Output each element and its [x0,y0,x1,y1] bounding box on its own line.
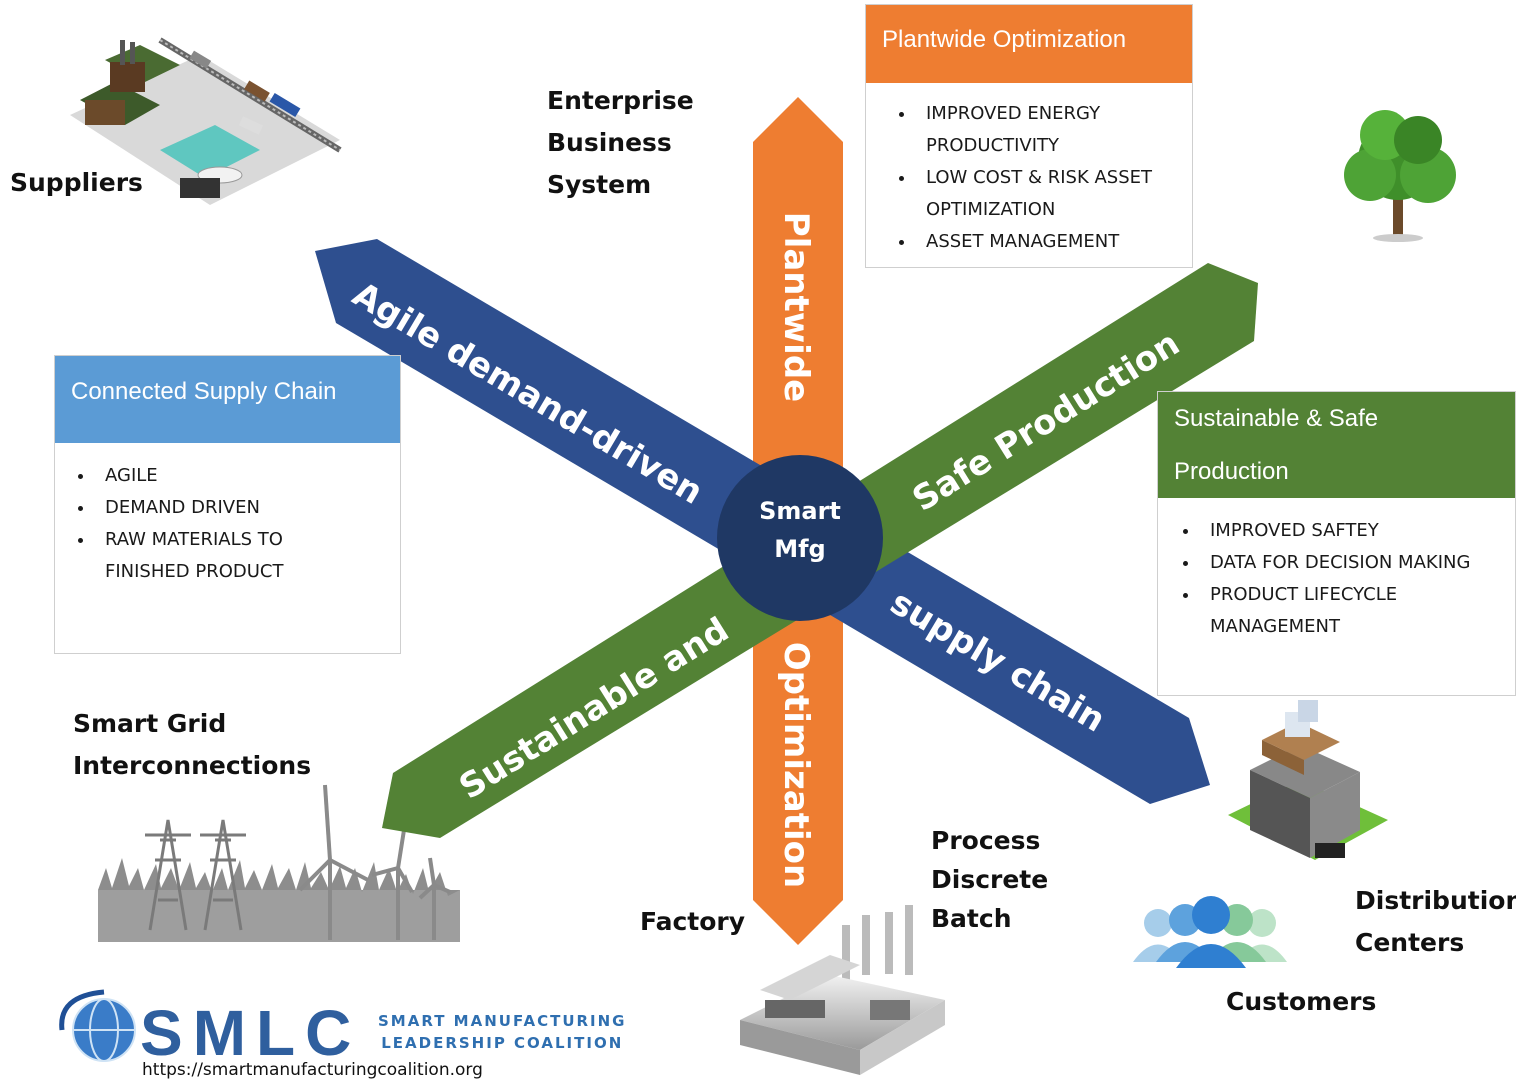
factory-icon [740,905,945,1075]
label-line: Batch [931,904,1012,933]
supply-chain-icon [70,37,342,205]
label-line: System [547,170,652,199]
logo-line: LEADERSHIP COALITION [381,1034,624,1052]
label-line: Process [931,826,1041,855]
label-line: Discrete [931,865,1049,894]
logo-url: https://smartmanufacturingcoalition.org [142,1060,483,1080]
box-title-line: Production [1174,458,1289,485]
label-distribution-centers: Distribution Centers [1355,880,1516,964]
box-title: Plantwide Optimization [866,5,1192,83]
label-factory: Factory [640,907,746,936]
tree-icon [1344,110,1456,242]
logo-name: SMART MANUFACTURING LEADERSHIP COALITION [378,1010,627,1054]
label-smart-grid: Smart Grid Interconnections [73,703,311,787]
list-item: DEMAND DRIVEN [95,492,335,524]
logo-acronym: SMLC [140,997,362,1069]
list-item: DATA FOR DECISION MAKING [1200,547,1515,579]
label-enterprise-business-system: Enterprise Business System [547,80,694,206]
label-line: Distribution [1355,886,1516,915]
arrow-label-plantwide: Plantwide [776,212,816,402]
box-title: Sustainable & Safe Production [1158,392,1515,498]
list-item: ASSET MANAGEMENT [916,226,1192,258]
box-title-line: Sustainable & Safe [1174,405,1379,432]
sustainable-safe-production-box: Sustainable & Safe Production IMPROVED S… [1157,391,1516,696]
logo-line: SMART MANUFACTURING [378,1012,627,1030]
globe-icon [59,989,136,1062]
label-suppliers: Suppliers [10,168,143,197]
list-item: RAW MATERIALS TO FINISHED PRODUCT [95,524,335,588]
label-line: Smart Grid [73,709,227,738]
arrow-label-safe-production: Safe Production [906,324,1187,520]
box-list: AGILE DEMAND DRIVEN RAW MATERIALS TO FIN… [55,460,335,588]
box-list: IMPROVED ENERGY PRODUCTIVITY LOW COST & … [866,98,1192,258]
list-item: PRODUCT LIFECYCLE MANAGEMENT [1200,579,1410,643]
center-circle [717,455,883,621]
center-label-line2: Mfg [774,535,826,563]
list-item: IMPROVED SAFTEY [1200,515,1515,547]
label-customers: Customers [1226,987,1377,1016]
label-line: Business [547,128,672,157]
wind-turbines-icon [98,784,460,942]
label-process-discrete-batch: Process Discrete Batch [931,821,1048,938]
box-title: Connected Supply Chain [55,356,400,443]
arrow-label-optimization: Optimization [776,642,816,888]
label-line: Interconnections [73,751,312,780]
warehouse-icon [1228,700,1388,860]
label-line: Centers [1355,928,1465,957]
list-item: AGILE [95,460,335,492]
label-line: Enterprise [547,86,694,115]
list-item: LOW COST & RISK ASSET OPTIMIZATION [916,162,1192,226]
arrow-label-sustainable: Sustainable and [452,610,736,808]
box-list: IMPROVED SAFTEY DATA FOR DECISION MAKING… [1158,515,1515,643]
center-label-line1: Smart [759,497,841,525]
plantwide-optimization-box: Plantwide Optimization IMPROVED ENERGY P… [865,4,1193,268]
connected-supply-chain-box: Connected Supply Chain AGILE DEMAND DRIV… [54,355,401,654]
list-item: IMPROVED ENERGY PRODUCTIVITY [916,98,1192,162]
people-icon [1133,896,1287,968]
